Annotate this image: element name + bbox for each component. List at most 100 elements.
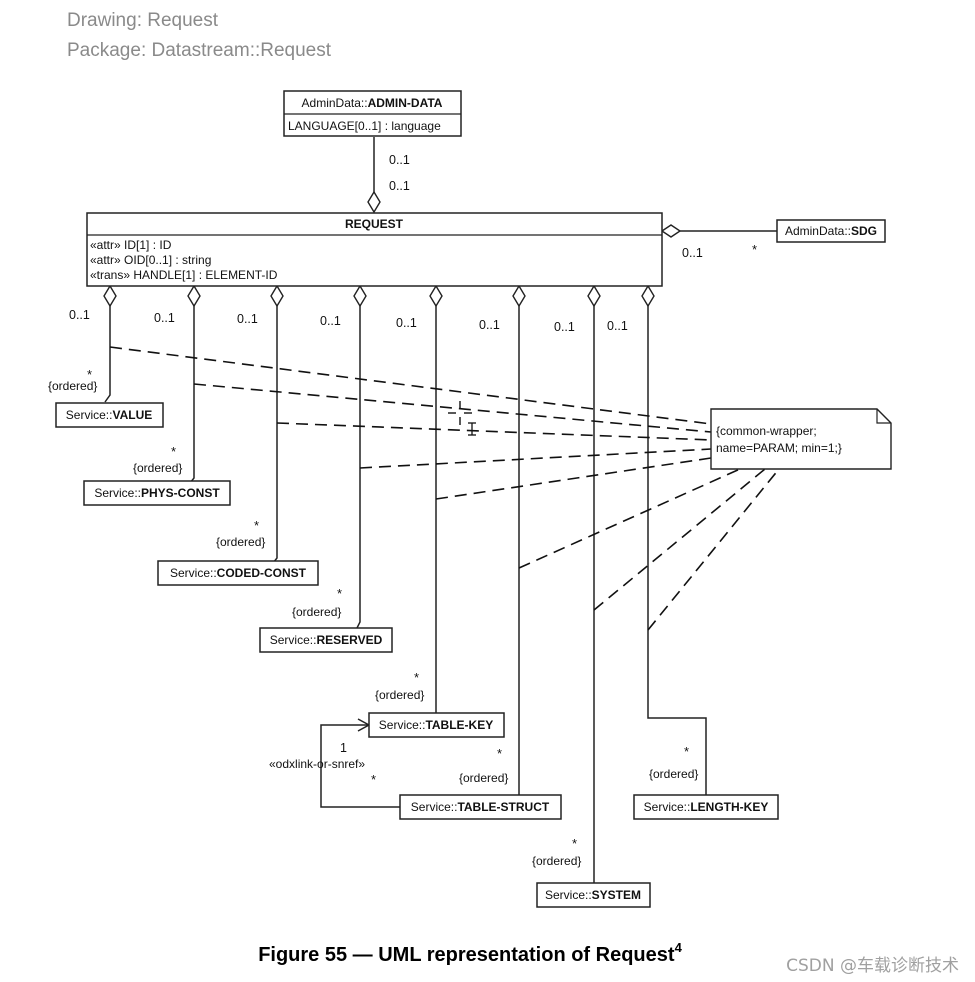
request-attribute-id: «attr» ID[1] : ID xyxy=(90,238,172,252)
service-name-system: SYSTEM xyxy=(592,888,641,902)
table-struct-source-multiplicity: 0..1 xyxy=(479,318,500,332)
system-star: * xyxy=(572,836,577,851)
admin-data-class: AdminData::ADMIN-DATA LANGUAGE[0..1] : l… xyxy=(283,90,462,137)
service-name-phys-const: PHYS-CONST xyxy=(141,486,220,500)
sdg-star: * xyxy=(752,242,757,257)
service-prefix: Service:: xyxy=(379,718,426,732)
svg-text:Service::VALUE: Service::VALUE xyxy=(66,408,152,422)
system-ordered: {ordered} xyxy=(532,854,581,868)
package-title: Package: Datastream::Request xyxy=(67,40,332,61)
note-link-reserved xyxy=(359,448,712,469)
table-struct-ordered: {ordered} xyxy=(459,771,508,785)
phys-const-ordered: {ordered} xyxy=(133,461,182,475)
service-length-key-class: Service::LENGTH-KEY xyxy=(633,794,779,820)
note-link-table-key xyxy=(435,457,712,500)
uml-diagram: AdminData::ADMIN-DATA LANGUAGE[0..1] : l… xyxy=(48,90,892,908)
service-name-reserved: RESERVED xyxy=(316,633,382,647)
reserved-star: * xyxy=(337,586,342,601)
note-link-length-key xyxy=(647,468,780,631)
caption-footnote: 4 xyxy=(674,940,682,955)
constraint-note: {common-wrapper; name=PARAM; min=1;} xyxy=(710,408,892,470)
odxlink-association xyxy=(320,724,400,808)
reserved-association xyxy=(355,305,361,631)
value-source-multiplicity: 0..1 xyxy=(69,308,90,322)
service-name-length-key: LENGTH-KEY xyxy=(690,800,768,814)
service-table-struct-class: Service::TABLE-STRUCT xyxy=(399,794,562,820)
odxlink-stereotype: «odxlink-or-snref» xyxy=(269,757,365,771)
admin-data-diamond xyxy=(367,190,381,214)
table-struct-diamond xyxy=(512,284,526,308)
svg-text:Service::CODED-CONST: Service::CODED-CONST xyxy=(170,566,307,580)
table-key-diamond xyxy=(429,284,443,308)
coded-const-diamond xyxy=(270,284,284,308)
sdg-diamond xyxy=(660,224,682,238)
admin-data-name: ADMIN-DATA xyxy=(368,96,443,110)
svg-text:Service::LENGTH-KEY: Service::LENGTH-KEY xyxy=(644,800,769,814)
drawing-title: Drawing: Request xyxy=(67,10,219,31)
reserved-diamond xyxy=(353,284,367,308)
service-phys-const-class: Service::PHYS-CONST xyxy=(83,480,231,506)
svg-text:Service::TABLE-KEY: Service::TABLE-KEY xyxy=(379,718,493,732)
service-prefix: Service:: xyxy=(545,888,592,902)
coded-const-source-multiplicity: 0..1 xyxy=(237,312,258,326)
value-star: * xyxy=(87,367,92,382)
service-name-coded-const: CODED-CONST xyxy=(217,566,307,580)
reserved-source-multiplicity: 0..1 xyxy=(320,314,341,328)
table-struct-star: * xyxy=(497,746,502,761)
table-key-source-multiplicity: 0..1 xyxy=(396,316,417,330)
note-link-phys-const xyxy=(193,383,712,433)
value-association xyxy=(104,305,111,403)
note-link-system xyxy=(593,468,766,611)
service-name-table-struct: TABLE-STRUCT xyxy=(457,800,549,814)
length-key-association xyxy=(647,305,707,795)
reserved-ordered: {ordered} xyxy=(292,605,341,619)
svg-text:Service::PHYS-CONST: Service::PHYS-CONST xyxy=(94,486,220,500)
sdg-multiplicity: 0..1 xyxy=(682,246,703,260)
admin-data-prefix: AdminData:: xyxy=(302,96,368,110)
sdg-prefix: AdminData:: xyxy=(785,224,851,238)
admin-multiplicity-lower: 0..1 xyxy=(389,179,410,193)
figure-caption: Figure 55 — UML representation of Reques… xyxy=(0,940,940,967)
phys-const-diamond xyxy=(187,284,201,308)
watermark: CSDN @车载诊断技术 xyxy=(786,956,959,976)
service-reserved-class: Service::RESERVED xyxy=(259,627,393,653)
service-prefix: Service:: xyxy=(170,566,217,580)
coded-const-star: * xyxy=(254,518,259,533)
request-class: REQUEST «attr» ID[1] : ID «attr» OID[0..… xyxy=(86,212,663,287)
service-prefix: Service:: xyxy=(270,633,317,647)
note-line-2: name=PARAM; min=1;} xyxy=(716,441,842,455)
coded-const-ordered: {ordered} xyxy=(216,535,265,549)
admin-multiplicity-upper: 0..1 xyxy=(389,153,410,167)
service-system-class: Service::SYSTEM xyxy=(536,882,651,908)
value-ordered: {ordered} xyxy=(48,379,97,393)
service-prefix: Service:: xyxy=(94,486,141,500)
request-attribute-handle: «trans» HANDLE[1] : ELEMENT-ID xyxy=(90,268,278,282)
svg-text:Service::TABLE-STRUCT: Service::TABLE-STRUCT xyxy=(411,800,550,814)
caption-text: Figure 55 — UML representation of Reques… xyxy=(258,944,675,966)
svg-text:AdminData::ADMIN-DATA: AdminData::ADMIN-DATA xyxy=(302,96,443,110)
phys-const-association xyxy=(189,305,195,484)
note-line-1: {common-wrapper; xyxy=(716,424,817,438)
service-prefix: Service:: xyxy=(411,800,458,814)
system-source-multiplicity: 0..1 xyxy=(554,320,575,334)
length-key-diamond xyxy=(641,284,655,308)
system-diamond xyxy=(587,284,601,308)
service-coded-const-class: Service::CODED-CONST xyxy=(157,560,319,586)
sdg-name: SDG xyxy=(851,224,877,238)
text-cursor-icon xyxy=(468,422,476,436)
svg-text:AdminData::SDG: AdminData::SDG xyxy=(785,224,877,238)
note-link-table-struct xyxy=(518,468,741,569)
service-table-key-class: Service::TABLE-KEY xyxy=(368,712,505,738)
request-attribute-oid: «attr» OID[0..1] : string xyxy=(90,253,211,267)
service-name-table-key: TABLE-KEY xyxy=(425,718,493,732)
note-link-coded-const xyxy=(276,422,712,441)
odxlink-multiplicity: 1 xyxy=(340,741,347,755)
crosshair-cursor-icon xyxy=(448,401,472,425)
table-key-star: * xyxy=(414,670,419,685)
service-prefix: Service:: xyxy=(644,800,691,814)
length-key-star: * xyxy=(684,744,689,759)
odxlink-star: * xyxy=(371,772,376,787)
value-diamond xyxy=(103,284,117,308)
length-key-ordered: {ordered} xyxy=(649,767,698,781)
sdg-class: AdminData::SDG xyxy=(776,219,886,243)
